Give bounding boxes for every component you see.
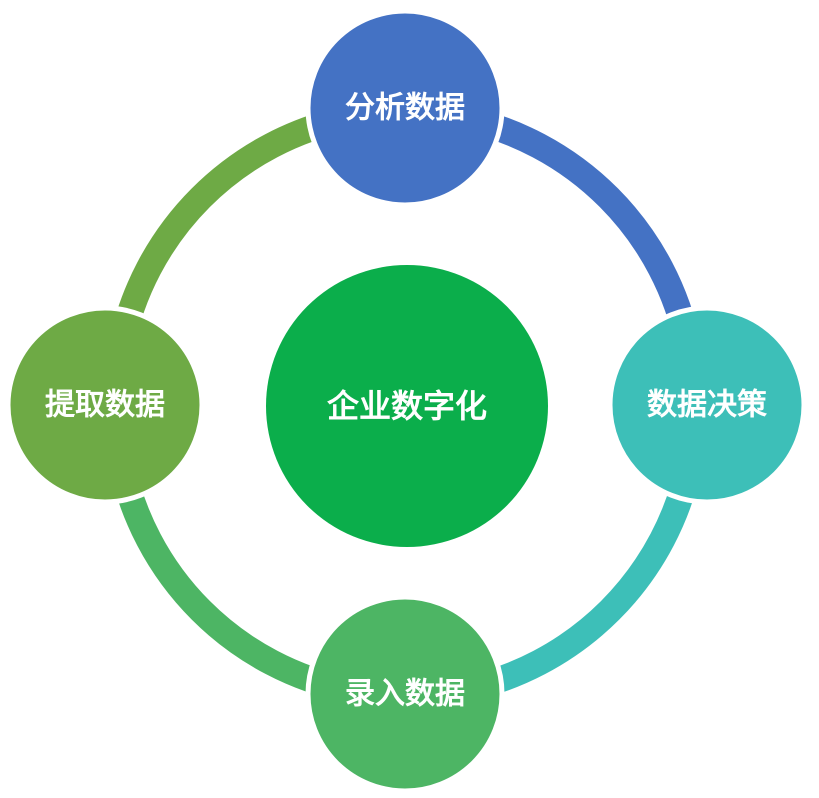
node-analyze: 分析数据: [305, 8, 505, 208]
arc-analyze-to-decide: [457, 104, 702, 350]
ring-arcs: [108, 104, 703, 704]
arc-decide-to-input: [457, 457, 703, 704]
node-extract-label: 提取数据: [45, 388, 165, 423]
node-extract: 提取数据: [5, 305, 205, 505]
arc-extract-to-analyze: [108, 104, 354, 351]
node-extract-circle: [5, 305, 205, 505]
node-input: 录入数据: [305, 594, 505, 794]
center-node: 企业数字化: [266, 265, 548, 547]
center-circle: [266, 265, 548, 547]
node-decide-circle: [607, 305, 807, 505]
node-analyze-circle: [305, 8, 505, 208]
node-decide-label: 数据决策: [647, 388, 767, 423]
arc-input-to-extract: [108, 457, 354, 704]
node-input-label: 录入数据: [345, 677, 465, 712]
node-analyze-label: 分析数据: [345, 91, 465, 126]
node-input-circle: [305, 594, 505, 794]
node-decide: 数据决策: [607, 305, 807, 505]
center-label: 企业数字化: [327, 387, 487, 425]
